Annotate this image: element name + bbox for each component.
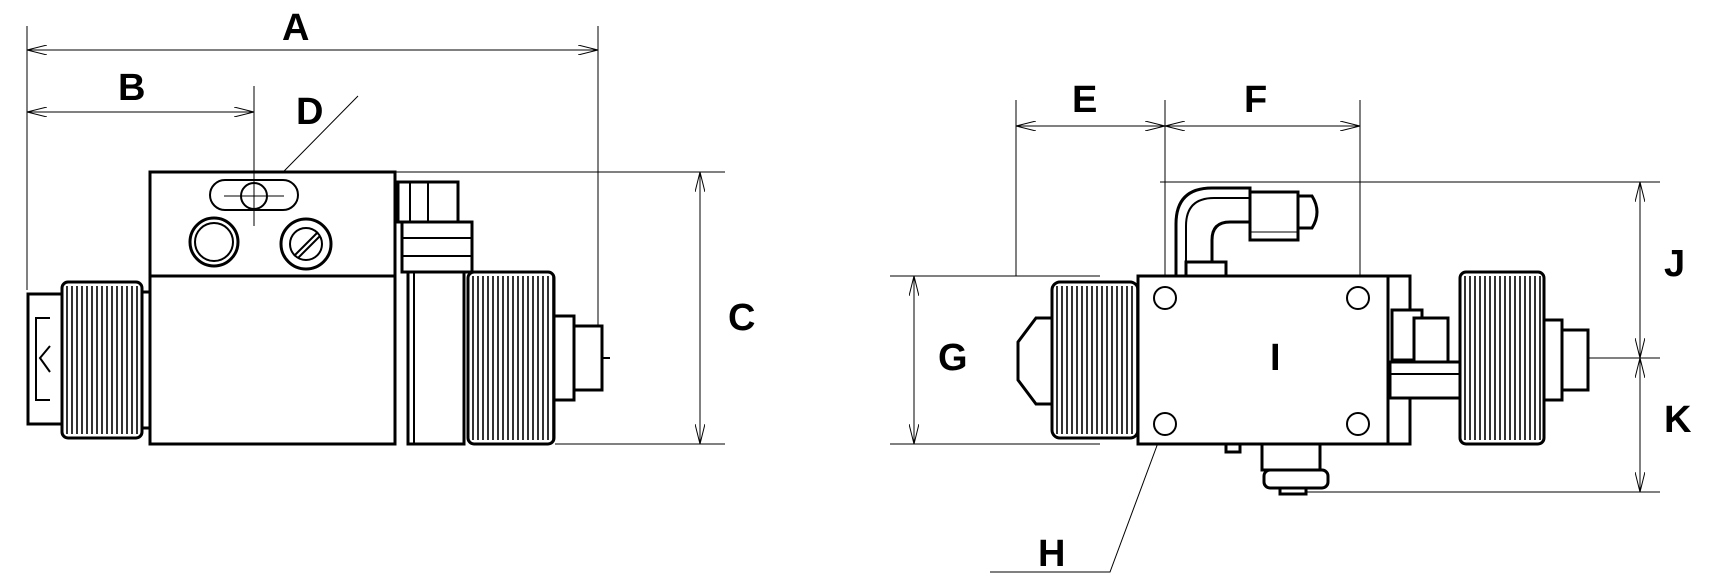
valve-body-side xyxy=(1136,274,1390,446)
mount-hole-bl xyxy=(1153,412,1177,436)
plug-left xyxy=(188,216,240,268)
left-view xyxy=(26,26,725,446)
collar xyxy=(406,270,466,446)
end-cap-left xyxy=(26,292,64,426)
bottom-fitting xyxy=(1260,442,1322,472)
right-view xyxy=(890,100,1660,573)
knurl-right xyxy=(466,270,556,446)
label-d: D xyxy=(296,91,323,133)
leader-h xyxy=(990,423,1166,573)
label-j: J xyxy=(1664,243,1685,285)
mount-hole-tl xyxy=(1153,286,1177,310)
nozzle-right xyxy=(552,314,576,402)
label-k: K xyxy=(1664,399,1692,441)
label-i: I xyxy=(1270,337,1281,379)
knurl-left-side xyxy=(1050,280,1140,440)
nozzle-left-side xyxy=(1016,316,1054,406)
solenoid-block xyxy=(148,170,397,278)
label-b: B xyxy=(118,67,145,109)
label-e: E xyxy=(1072,79,1097,121)
label-f: F xyxy=(1244,79,1267,121)
label-c: C xyxy=(728,297,755,339)
knurl-right-side xyxy=(1458,270,1546,446)
label-g: G xyxy=(938,337,968,379)
label-h: H xyxy=(1038,533,1065,575)
valve-body xyxy=(148,274,397,446)
mount-hole-br xyxy=(1346,412,1370,436)
label-a: A xyxy=(282,7,309,49)
mount-hole-tr xyxy=(1346,286,1370,310)
